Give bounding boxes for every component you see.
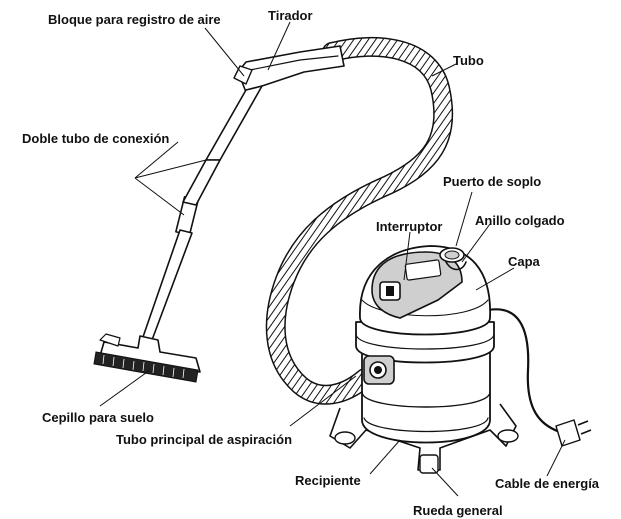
label-air-block: Bloque para registro de aire [48, 12, 221, 27]
label-power-cable: Cable de energía [495, 476, 600, 491]
label-hose: Tubo [453, 53, 484, 68]
label-caster-wheel: Rueda general [413, 503, 503, 518]
label-switch: Interruptor [376, 219, 442, 234]
label-hang-ring: Anillo colgado [475, 213, 565, 228]
label-container: Recipiente [295, 473, 361, 488]
floor-brush [94, 334, 200, 382]
wand [143, 46, 344, 340]
vacuum-body [330, 246, 518, 473]
label-blow-port: Puerto de soplo [443, 174, 541, 189]
label-main-suction-tube: Tubo principal de aspiración [116, 432, 292, 447]
label-double-tube: Doble tubo de conexión [22, 131, 169, 146]
label-cover: Capa [508, 254, 541, 269]
label-handle: Tirador [268, 8, 313, 23]
label-floor-brush: Cepillo para suelo [42, 410, 154, 425]
